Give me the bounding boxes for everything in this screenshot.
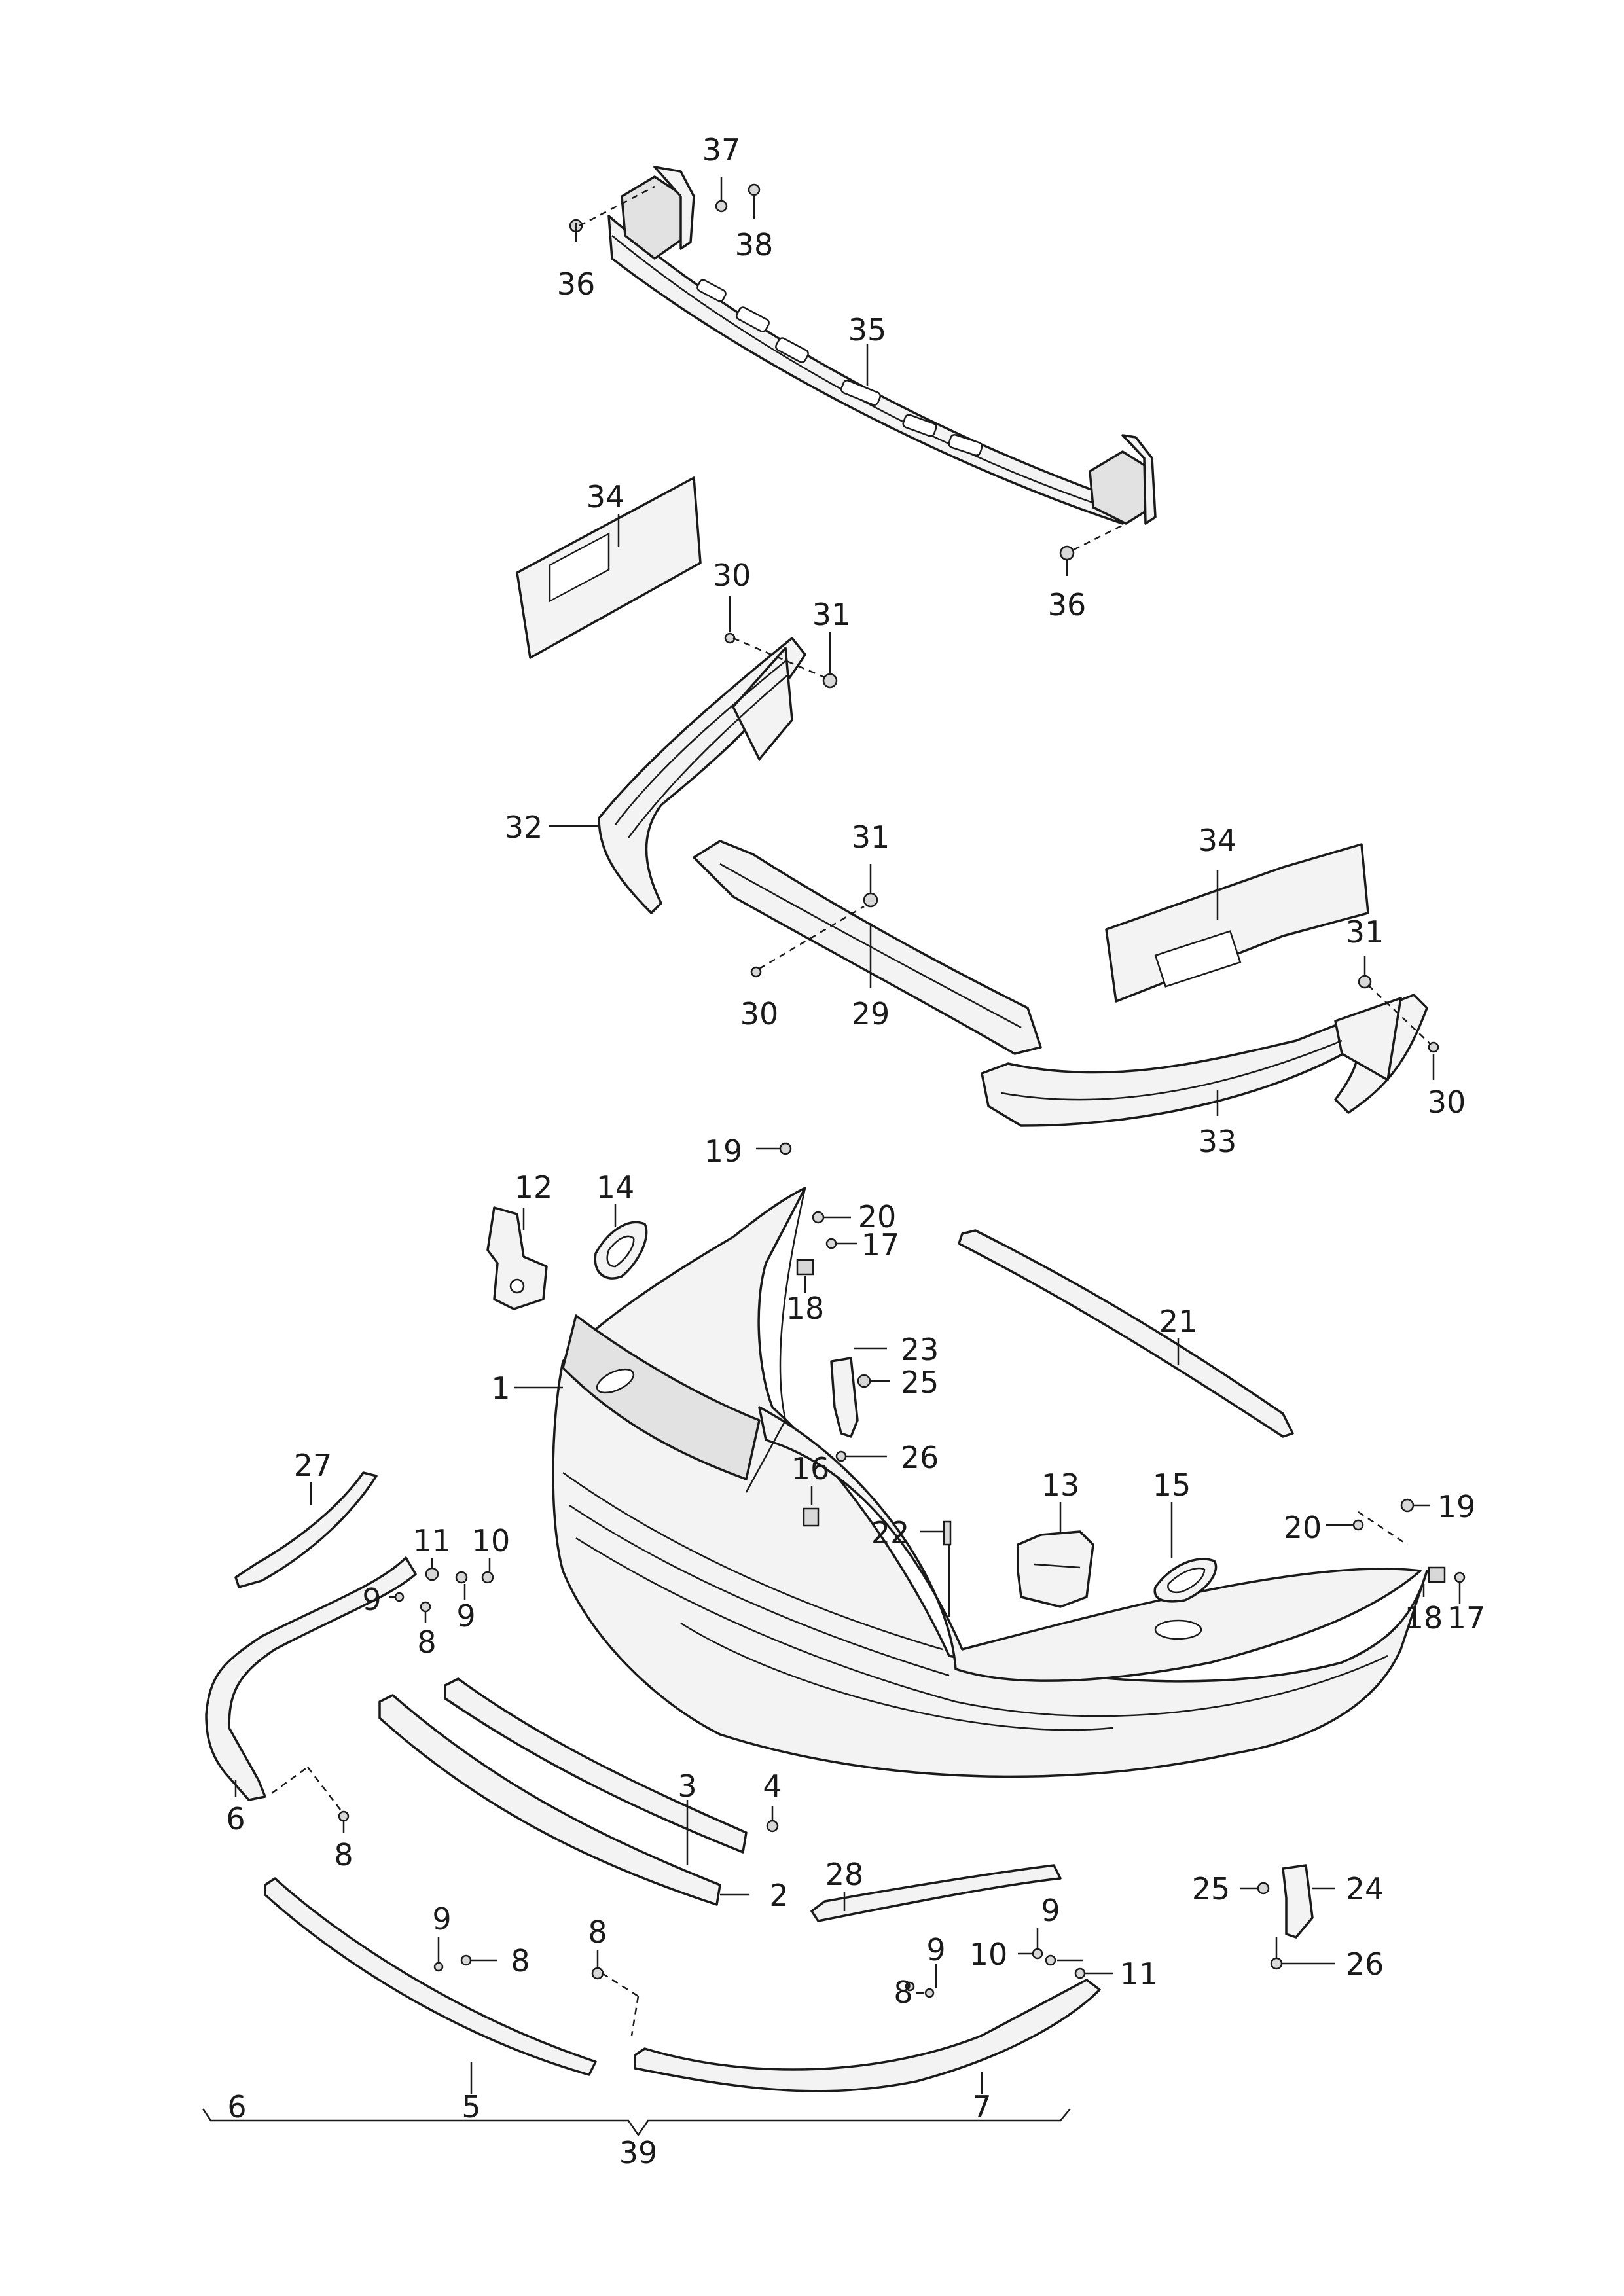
callout-1: 1 xyxy=(491,1371,510,1406)
callout-23: 23 xyxy=(901,1332,939,1367)
callout-27: 27 xyxy=(294,1448,333,1483)
callout-8-lower-left: 8 xyxy=(511,1943,530,1979)
callout-5: 5 xyxy=(461,2089,480,2125)
callout-6-bottom: 6 xyxy=(227,2089,246,2125)
part-18-clip-right xyxy=(1428,1566,1446,1583)
callout-38: 38 xyxy=(735,227,774,262)
callout-34-left: 34 xyxy=(586,479,625,514)
part-13-bracket xyxy=(1017,1530,1094,1608)
callout-2: 2 xyxy=(769,1878,788,1913)
callout-9-mid: 9 xyxy=(456,1598,475,1634)
callout-24: 24 xyxy=(1346,1871,1384,1907)
callout-32: 32 xyxy=(505,810,543,845)
callout-22: 22 xyxy=(871,1515,910,1551)
callout-35: 35 xyxy=(848,312,887,348)
part-16-clip xyxy=(803,1507,820,1527)
callout-14: 14 xyxy=(596,1170,635,1205)
callout-11-right: 11 xyxy=(1120,1956,1159,1992)
callout-31-top: 31 xyxy=(812,597,851,632)
callout-3: 3 xyxy=(677,1768,696,1804)
part-5-trim xyxy=(264,1877,597,2076)
callout-15: 15 xyxy=(1153,1467,1191,1503)
callout-20-left: 20 xyxy=(858,1199,897,1234)
callout-17-left: 17 xyxy=(861,1227,900,1263)
callout-labels: 37 38 36 35 36 34 30 31 32 31 34 31 30 2… xyxy=(226,132,1485,2170)
part-14-grommet xyxy=(594,1221,648,1280)
part-3-trim xyxy=(444,1677,748,1854)
callout-7: 7 xyxy=(972,2089,991,2125)
callout-31-mid: 31 xyxy=(852,819,890,855)
part-29-bracket-center xyxy=(693,840,1042,1055)
callout-30-right: 30 xyxy=(1428,1085,1466,1120)
callout-19-left: 19 xyxy=(704,1134,743,1169)
part-33-bracket-right xyxy=(981,994,1428,1127)
part-34-energy-absorber-left xyxy=(516,476,702,659)
part-18-clip-left xyxy=(796,1259,814,1276)
callout-9-left: 9 xyxy=(362,1582,381,1617)
callout-31-right: 31 xyxy=(1346,914,1384,950)
part-7-trim xyxy=(634,1979,1101,2092)
callout-39: 39 xyxy=(619,2135,658,2170)
callout-25-top: 25 xyxy=(901,1365,939,1400)
callout-37: 37 xyxy=(702,132,741,168)
callout-25-bottom: 25 xyxy=(1192,1871,1231,1907)
part-1-bumper-cover xyxy=(552,1187,1428,1778)
part-34-energy-absorber-right xyxy=(1105,843,1369,1003)
part-28-strip xyxy=(810,1864,1062,1922)
part-22-pin xyxy=(943,1520,952,1546)
callout-19-right: 19 xyxy=(1437,1489,1476,1524)
callout-9-lower-left: 9 xyxy=(432,1901,451,1937)
callout-18-left: 18 xyxy=(786,1291,825,1326)
part-32-bracket-left xyxy=(598,637,806,914)
callout-18-right: 18 xyxy=(1405,1600,1443,1636)
callout-9-lower-mid: 9 xyxy=(926,1932,945,1967)
fasteners xyxy=(338,183,1466,1998)
part-6-trim-side xyxy=(205,1556,417,1801)
part-35-impact-beam xyxy=(607,166,1157,525)
callout-20-right: 20 xyxy=(1284,1510,1322,1545)
part-12-bracket xyxy=(486,1206,548,1310)
callout-26-bottom: 26 xyxy=(1346,1946,1384,1982)
part-24-bracket xyxy=(1282,1864,1314,1939)
callout-17-right: 17 xyxy=(1447,1600,1486,1636)
callout-30-mid: 30 xyxy=(740,996,779,1031)
callout-36-right: 36 xyxy=(1048,587,1087,622)
callout-12: 12 xyxy=(514,1170,553,1205)
callout-10-left: 10 xyxy=(472,1523,511,1558)
callout-8-lower-right: 8 xyxy=(893,1975,912,2010)
callout-36-top: 36 xyxy=(557,266,596,302)
callout-10-right: 10 xyxy=(969,1937,1008,1972)
part-21-strip xyxy=(958,1229,1294,1438)
callout-16: 16 xyxy=(791,1451,830,1486)
callout-34-right: 34 xyxy=(1199,823,1237,858)
callout-28: 28 xyxy=(825,1857,864,1892)
callout-8-lower-center: 8 xyxy=(588,1914,607,1950)
callout-4: 4 xyxy=(763,1768,782,1804)
callout-21: 21 xyxy=(1159,1304,1198,1339)
callout-8-side: 8 xyxy=(334,1837,353,1873)
callout-29: 29 xyxy=(852,996,890,1031)
callout-9-lower-right: 9 xyxy=(1041,1893,1060,1928)
part-23-bracket xyxy=(830,1357,859,1438)
part-15-grommet xyxy=(1153,1558,1218,1603)
callout-33: 33 xyxy=(1199,1124,1237,1159)
callout-26-top: 26 xyxy=(901,1440,939,1475)
callout-6-side: 6 xyxy=(226,1801,245,1837)
part-2-trim xyxy=(378,1694,721,1906)
leader-lines xyxy=(202,177,1461,2137)
part-27-strip xyxy=(234,1471,378,1588)
callout-11-left: 11 xyxy=(413,1523,452,1558)
callout-30-top: 30 xyxy=(713,558,751,593)
callout-8-upper: 8 xyxy=(417,1624,436,1660)
callout-13: 13 xyxy=(1041,1467,1080,1503)
